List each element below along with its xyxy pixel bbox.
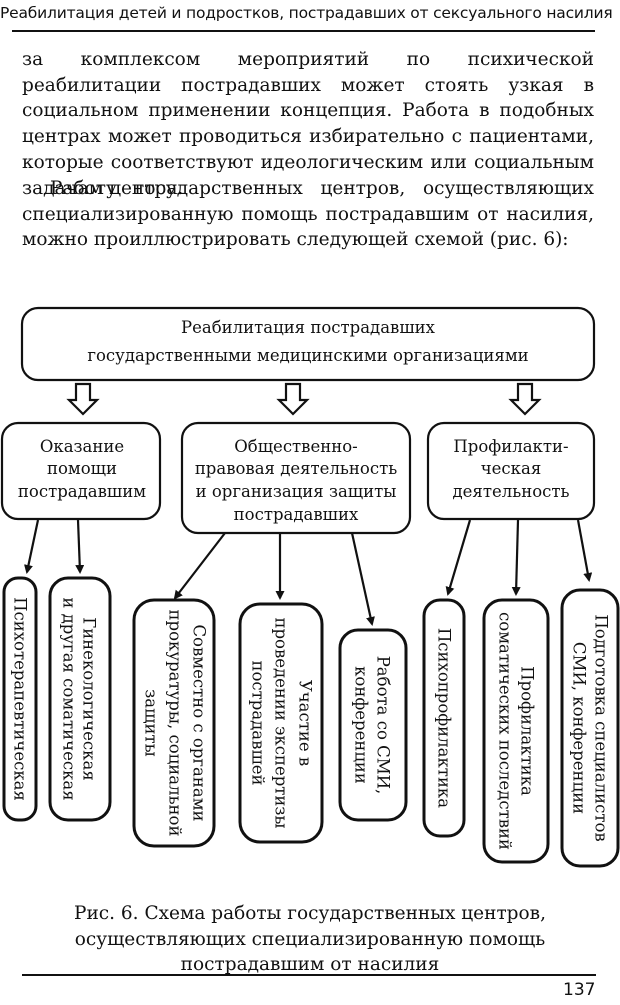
down-arrow-icon [276, 382, 310, 416]
child-box-gynecology [48, 576, 112, 822]
running-header: Реабилитация детей и подростков, пострад… [0, 4, 613, 22]
child-psychotherapy-text: Психотерапевтическая [11, 597, 30, 801]
branch-box-help [0, 421, 162, 521]
paragraph-1: за комплексом мероприятий по психической… [22, 49, 594, 199]
child-media-line-2: конференции [352, 666, 371, 784]
child-box-psychotherapy [2, 576, 38, 822]
branch-legal-line-2: правовая деятельность [195, 459, 397, 478]
header-rule [12, 30, 595, 32]
branch-legal-line-4: пострадавших [234, 505, 359, 524]
branch-help-line-3: пострадавшим [18, 482, 146, 501]
connector-arrow [445, 519, 472, 596]
branch-help-line-1: Оказание [40, 437, 124, 456]
connector-arrow [173, 532, 226, 600]
child-prosecutors-line-3: защиты [142, 689, 161, 756]
branch-help-line-2: помощи [47, 459, 117, 478]
child-training-line-1: Подготовка специалистов [592, 614, 611, 841]
branch-box-prevention [426, 421, 596, 521]
page-number: 137 [563, 980, 596, 1000]
footer-rule [22, 974, 596, 976]
connector-arrow [75, 519, 85, 574]
child-box-somatic-prevention [482, 598, 550, 864]
child-box-media [338, 628, 408, 822]
child-box-prosecutors [132, 598, 216, 848]
down-arrow-icon [508, 382, 542, 416]
top-box [20, 306, 596, 382]
caption-line-2: осуществляющих специализированную помощь [74, 928, 546, 950]
caption-line-3: пострадавшим от насилия [180, 954, 440, 975]
connector-arrow [24, 519, 40, 574]
child-somatic-line-2: соматических последствий [496, 612, 515, 850]
child-training-line-2: СМИ, конференции [570, 642, 589, 814]
paragraph-2: Работу государственных центров, осуществ… [22, 178, 594, 251]
top-box-line-1: Реабилитация пострадавших [181, 318, 436, 337]
child-expertise-line-1: Участие в [296, 680, 315, 766]
branch-legal-line-1: Общественно- [234, 437, 358, 456]
connector-arrow [350, 532, 375, 626]
branch-box-legal [180, 421, 412, 535]
child-psychoprevention-text: Психопрофилактика [435, 628, 454, 808]
child-somatic-line-1: Профилактика [518, 666, 537, 796]
child-prosecutors-line-1: Совместно с органами [190, 624, 209, 821]
child-box-psychoprevention [422, 598, 466, 838]
top-box-line-2: государственными медицинскими организаци… [87, 346, 528, 365]
connector-arrow [576, 519, 593, 582]
child-media-line-1: Работа со СМИ, [374, 656, 393, 795]
caption-line-1: Рис. 6. Схема работы государственных цен… [74, 903, 546, 924]
child-gynecology-line-1: Гинекологическая [80, 617, 99, 780]
branch-prevention-line-3: деятельность [453, 482, 570, 501]
child-prosecutors-line-2: прокуратуры, социальной [166, 610, 185, 837]
figure-caption: Рис. 6. Схема работы государственных цен… [20, 901, 600, 978]
child-box-expertise [238, 602, 324, 844]
connector-arrow [511, 519, 521, 596]
child-gynecology-line-2: и другая соматическая [60, 597, 79, 800]
child-expertise-line-3: пострадавшей [249, 660, 268, 785]
down-arrow-icon [66, 382, 100, 416]
branch-prevention-line-1: Профилакти- [453, 437, 568, 456]
branch-prevention-line-2: ческая [481, 459, 541, 478]
child-box-specialist-training [560, 588, 620, 868]
branch-legal-line-3: и организация защиты [196, 482, 397, 501]
child-expertise-line-2: проведении экспертизы [272, 617, 291, 828]
